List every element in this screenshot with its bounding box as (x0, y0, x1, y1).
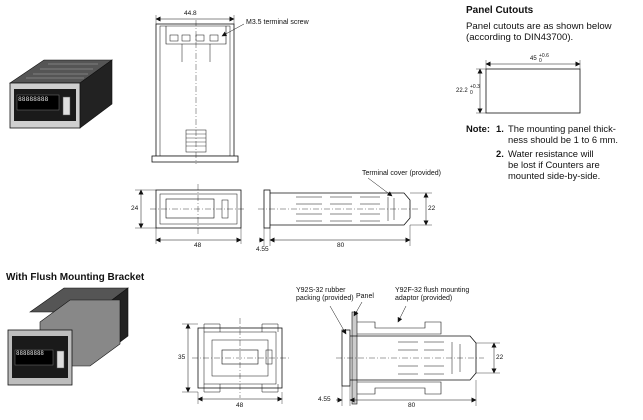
device-display-top: 88888888 (18, 96, 49, 103)
note-2-line1: Water resistance will (508, 148, 594, 159)
note-label: Note: (466, 123, 490, 134)
adaptor-label: Y92F-32 flush mounting adaptor (provided… (395, 287, 491, 303)
cutout-width-tol-bottom: 0 (539, 58, 542, 64)
note-1-number: 1. (496, 123, 504, 134)
note-1-line1: The mounting panel thick- (508, 123, 616, 134)
device-photo-flush (7, 287, 129, 386)
cutout-height-tol-top: +0.3 (470, 84, 480, 90)
device-photo-top (9, 59, 113, 129)
dim-side-height: 22 (428, 205, 436, 212)
note-2-line2: be lost if Counters are (508, 159, 600, 170)
front-view (135, 184, 246, 244)
cutout-width: 45 (530, 56, 537, 62)
top-view (151, 15, 245, 164)
flush-side-front: 4.55 (318, 396, 331, 403)
flush-front-height: 35 (178, 354, 186, 361)
rubber-packing-label: Y92S-32 rubber packing (provided) (296, 287, 360, 303)
panel-cutout-drawing (476, 60, 581, 114)
dim-side-length: 80 (337, 242, 345, 249)
note-2-number: 2. (496, 148, 504, 159)
adaptor-text: Y92F-32 flush mounting adaptor (provided… (395, 287, 470, 302)
rubber-packing-text: Y92S-32 rubber packing (provided) (296, 287, 354, 302)
flush-side-view (329, 301, 500, 406)
flush-mounting-heading: With Flush Mounting Bracket (6, 272, 145, 283)
dim-side-front: 4.55 (256, 246, 269, 253)
flush-side-length: 80 (408, 402, 416, 409)
flush-front-width: 48 (236, 402, 244, 409)
cutout-width-tol-top: +0.6 (539, 53, 549, 59)
dim-front-height: 24 (131, 205, 139, 212)
note-2-line3: mounted side-by-side. (508, 170, 601, 181)
terminal-screw-label: M3.5 terminal screw (246, 19, 309, 26)
terminal-cover-label: Terminal cover (provided) (362, 170, 441, 177)
device-display-flush: 88888888 (16, 351, 44, 357)
note-1-line2: ness should be 1 to 6 mm. (508, 134, 618, 145)
panel-label: Panel (356, 293, 374, 300)
panel-cutouts-line2: (according to DIN43700). (466, 32, 574, 43)
flush-front-view (182, 318, 290, 404)
flush-side-height: 22 (496, 354, 504, 361)
cutout-height: 22.2 (456, 88, 468, 94)
side-view (258, 177, 432, 246)
panel-cutouts-title: Panel Cutouts (466, 5, 534, 16)
panel-cutouts-line1: Panel cutouts are as shown below (466, 21, 612, 32)
dim-front-width: 48 (194, 242, 202, 249)
dim-top-width: 44.8 (184, 10, 197, 17)
cutout-height-tol-bottom: 0 (470, 90, 473, 96)
